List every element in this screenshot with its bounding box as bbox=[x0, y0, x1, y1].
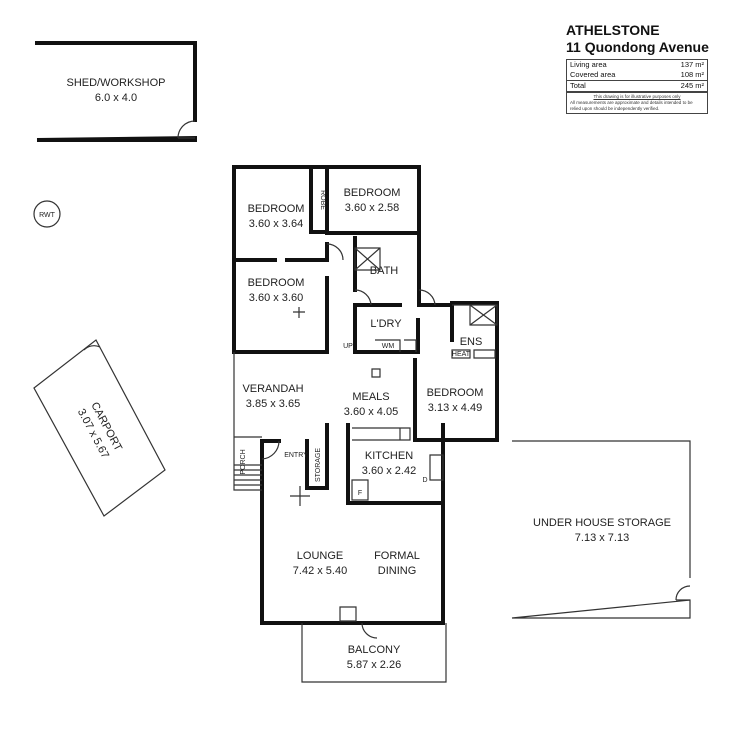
room-name: KITCHEN bbox=[365, 450, 413, 462]
under-house-storage: UNDER HOUSE STORAGE 7.13 x 7.13 bbox=[511, 440, 691, 619]
room-name: FORMAL bbox=[374, 550, 420, 562]
room-size: 3.85 x 3.65 bbox=[246, 398, 300, 410]
room-size: 3.60 x 2.42 bbox=[362, 465, 416, 477]
up-label: UP bbox=[343, 343, 353, 350]
room-name: VERANDAH bbox=[242, 383, 303, 395]
room-name: ENS bbox=[460, 336, 483, 348]
area-row-total: Total 245 m² bbox=[567, 80, 707, 93]
room-name: BATH bbox=[370, 265, 399, 277]
area-row: Living area 137 m² bbox=[567, 60, 707, 70]
shed-workshop: SHED/WORKSHOP 6.0 x 4.0 bbox=[35, 41, 197, 142]
room-name: SHED/WORKSHOP bbox=[66, 77, 165, 89]
address-title: 11 Quondong Avenue bbox=[566, 39, 709, 55]
room-size: 3.60 x 2.58 bbox=[345, 202, 399, 214]
heater-label: HEAT bbox=[452, 351, 471, 358]
room-labels: BEDROOM 3.60 x 3.64 ROBE BEDROOM 3.60 x … bbox=[240, 187, 483, 671]
disclaimer-line: All measurements are approximate and det… bbox=[570, 100, 693, 111]
room-size: 5.87 x 2.26 bbox=[347, 659, 401, 671]
robe-label: ROBE bbox=[319, 190, 326, 210]
room-name: BEDROOM bbox=[248, 277, 305, 289]
area-value: 245 m² bbox=[680, 81, 704, 90]
room-size: 7.13 x 7.13 bbox=[575, 532, 629, 544]
room-size: 3.60 x 3.60 bbox=[249, 292, 303, 304]
area-label: Covered area bbox=[570, 70, 616, 79]
area-value: 108 m² bbox=[680, 70, 704, 79]
room-name: BALCONY bbox=[348, 644, 401, 656]
suburb-title: ATHELSTONE bbox=[566, 22, 660, 38]
house-walls bbox=[232, 165, 499, 683]
room-name: MEALS bbox=[352, 391, 389, 403]
room-name: L'DRY bbox=[370, 318, 402, 330]
room-name: DINING bbox=[378, 565, 417, 577]
storage-label: STORAGE bbox=[315, 448, 322, 482]
carport: CARPORT 3.07 x 5.67 bbox=[33, 339, 166, 517]
room-size: 7.42 x 5.40 bbox=[293, 565, 347, 577]
room-name: BEDROOM bbox=[344, 187, 401, 199]
disclaimer: This drawing is for illustrative purpose… bbox=[567, 93, 707, 113]
area-value: 137 m² bbox=[680, 60, 704, 69]
room-size: 6.0 x 4.0 bbox=[95, 92, 137, 104]
porch-label: PORCH bbox=[240, 449, 247, 474]
area-label: Total bbox=[570, 81, 586, 90]
area-row: Covered area 108 m² bbox=[567, 70, 707, 80]
area-table: Living area 137 m² Covered area 108 m² Tot… bbox=[566, 59, 708, 114]
room-name: UNDER HOUSE STORAGE bbox=[533, 517, 671, 529]
fridge-label: F bbox=[358, 490, 362, 497]
rwt-label: RWT bbox=[39, 212, 56, 219]
washing-machine-label: WM bbox=[382, 343, 395, 350]
room-size: 3.60 x 4.05 bbox=[344, 406, 398, 418]
disclaimer-line: This drawing is for illustrative purpose… bbox=[593, 94, 681, 99]
room-size: 3.60 x 3.64 bbox=[249, 218, 303, 230]
dishwasher-label: D bbox=[422, 477, 427, 484]
room-name: BEDROOM bbox=[248, 203, 305, 215]
room-name: LOUNGE bbox=[297, 550, 343, 562]
area-label: Living area bbox=[570, 60, 607, 69]
property-header: ATHELSTONE 11 Quondong Avenue Living are… bbox=[566, 22, 726, 114]
entry-label: ENTRY bbox=[284, 452, 308, 459]
room-size: 3.13 x 4.49 bbox=[428, 402, 482, 414]
rainwater-tank: RWT bbox=[33, 200, 61, 228]
room-name: BEDROOM bbox=[427, 387, 484, 399]
